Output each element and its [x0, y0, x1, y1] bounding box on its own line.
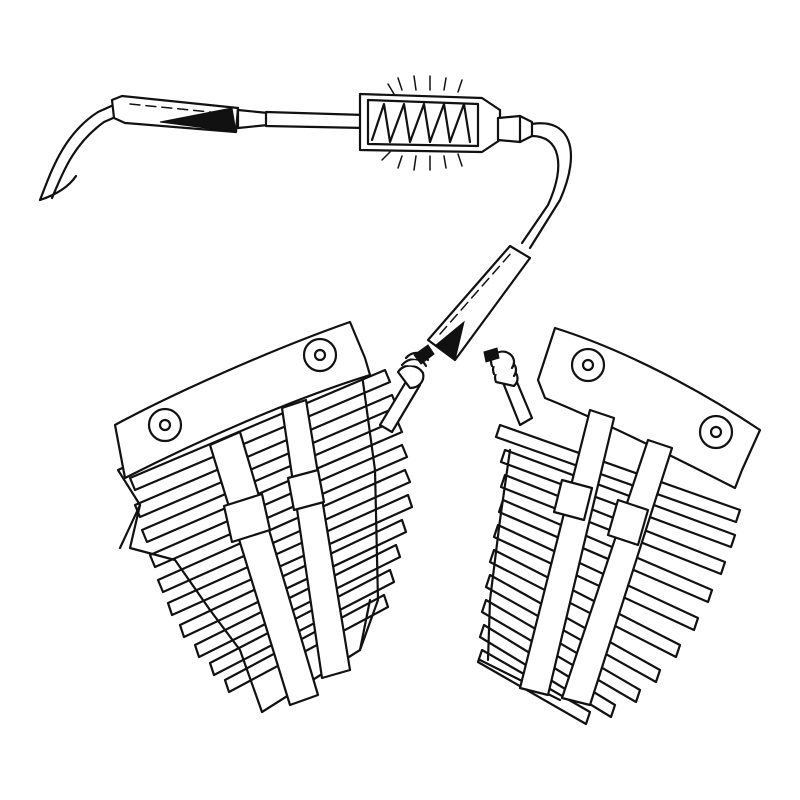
left-cylinder-fins [128, 368, 414, 694]
shaft [264, 110, 367, 130]
left-cylinder-barrel [116, 358, 380, 714]
left-handle [110, 94, 240, 134]
left-cable [38, 101, 120, 202]
right-spark-plug [483, 347, 534, 427]
right-bolt-1 [570, 347, 606, 383]
lamp-body [358, 92, 502, 154]
right-cable [528, 122, 573, 250]
right-cylinder [476, 326, 762, 726]
left-bolt-2 [302, 337, 338, 373]
left-cylinder-straps [208, 398, 352, 707]
glow-rays [381, 75, 463, 171]
right-cylinder-straps [518, 408, 674, 707]
probe-tip [236, 108, 270, 130]
tester-tool [38, 75, 573, 362]
end-nut [496, 114, 534, 144]
left-cylinder [113, 320, 435, 714]
left-bolt-1 [147, 407, 183, 443]
left-spark-plug [378, 344, 435, 434]
right-handle [426, 244, 532, 362]
right-bolt-2 [698, 414, 734, 450]
